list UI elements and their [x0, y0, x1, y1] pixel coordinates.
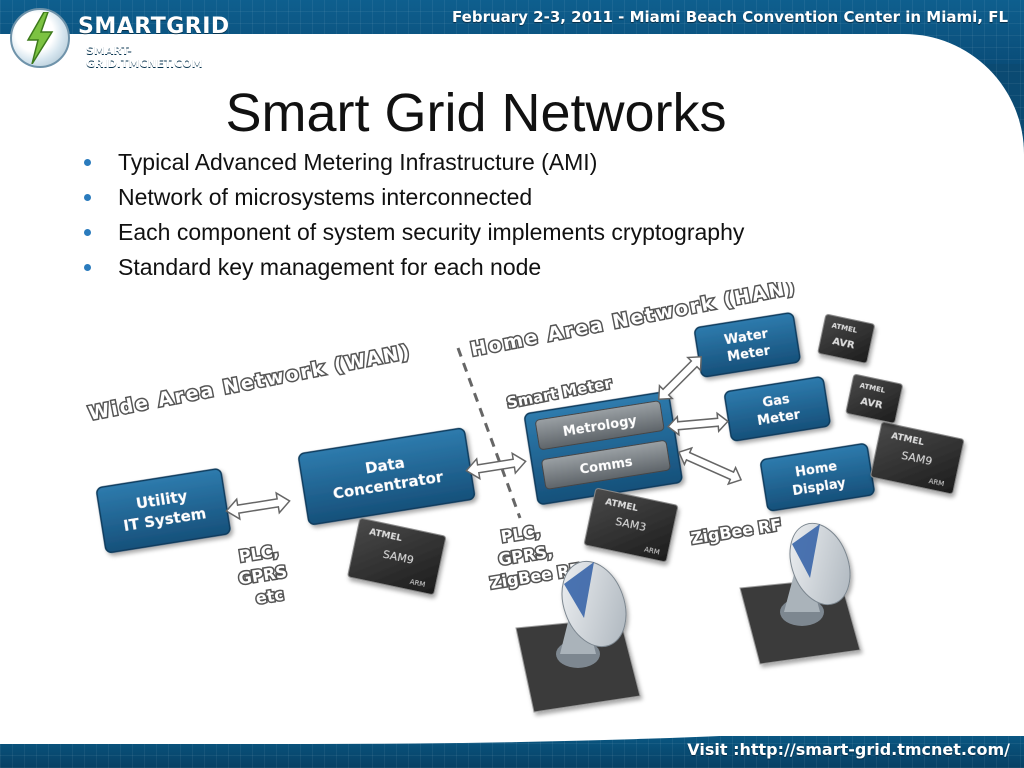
list-item: Each component of system security implem…: [84, 216, 964, 251]
logo-brand-text: SMARTGRID: [78, 14, 230, 39]
zigbee-text: ZigBee RF: [690, 515, 783, 548]
wan-label: Wide Area Network (WAN): [85, 339, 414, 426]
bullet-list: Typical Advanced Metering Infrastructure…: [84, 146, 964, 286]
plc-gprs-etc-label: PLC, GPRS etc: [236, 539, 290, 609]
chip-model-text: SAM3: [614, 515, 647, 534]
plc-gprs-etc-line3: etc: [254, 585, 285, 608]
comms-box: [541, 440, 671, 490]
data-concentrator-box: Data Concentrator: [298, 427, 476, 525]
chip-arm-text: ARM: [928, 477, 945, 488]
arrow-utility-concentrator: [225, 491, 291, 521]
plc-gprs-zigbee-line1: PLC,: [500, 521, 542, 546]
gas-box-line1: Gas: [762, 392, 791, 411]
chip-sam9-concentrator: ATMEL SAM9 ARM: [347, 518, 447, 595]
arrows: [225, 355, 743, 521]
arrow-concentrator-meter: [465, 451, 527, 481]
zigbee-label: ZigBee RF: [688, 513, 784, 549]
bullet-dot-icon: [84, 229, 91, 236]
bullet-dot-icon: [84, 194, 91, 201]
logo-sub-text: SMART-GRID.TMCNET.COM: [86, 44, 203, 70]
chip-avr-gas: ATMEL AVR: [845, 374, 903, 424]
smart-meter-box: Metrology Comms: [524, 391, 683, 505]
home-box-line1: Home: [794, 459, 838, 480]
metrology-box: [535, 400, 665, 450]
home-display-box: Home Display: [760, 443, 875, 512]
bullet-text: Standard key management for each node: [118, 254, 542, 280]
bullet-text: Network of microsystems interconnected: [118, 184, 533, 210]
water-box-line1: Water: [723, 327, 769, 349]
chip-arm-text: ARM: [643, 545, 660, 556]
chip-model-text: AVR: [859, 396, 884, 411]
list-item: Network of microsystems interconnected: [84, 181, 964, 216]
chip-sam3-meter: ATMEL SAM3 ARM: [583, 488, 679, 563]
water-box-line2: Meter: [726, 343, 772, 365]
satellite-dish-right-icon: [739, 522, 861, 665]
chip-avr-water: ATMEL AVR: [817, 314, 875, 364]
bullet-text: Typical Advanced Metering Infrastructure…: [118, 149, 598, 175]
satellite-dish-left-icon: [515, 560, 641, 713]
wan-han-divider: [456, 347, 522, 519]
chip-model-text: SAM9: [900, 449, 933, 468]
chip-model-text: SAM9: [382, 548, 415, 567]
bullet-dot-icon: [84, 159, 91, 166]
bullet-text: Each component of system security implem…: [118, 219, 745, 245]
lightning-bolt-icon: [26, 12, 54, 64]
chip-arm-text: ARM: [409, 578, 426, 589]
water-meter-box: Water Meter: [694, 312, 801, 378]
arrow-meter-home: [677, 446, 743, 486]
list-item: Standard key management for each node: [84, 251, 964, 286]
utility-it-system-box: Utility IT System: [96, 468, 231, 554]
chip-model-text: AVR: [831, 336, 856, 351]
event-info: February 2-3, 2011 - Miami Beach Convent…: [452, 8, 1008, 26]
gas-box-line2: Meter: [756, 407, 802, 429]
plc-gprs-etc-line1: PLC,: [238, 541, 280, 566]
smartgrid-logo[interactable]: SMARTGRID SMART-GRID.TMCNET.COM: [6, 4, 238, 72]
list-item: Typical Advanced Metering Infrastructure…: [84, 146, 964, 181]
ami-network-diagram: Wide Area Network (WAN) Home Area Networ…: [85, 282, 965, 713]
arrow-meter-gas: [666, 411, 730, 437]
footer-visit-link[interactable]: Visit :http://smart-grid.tmcnet.com/: [687, 740, 1010, 759]
chip-sam9-home: ATMEL SAM9 ARM: [870, 422, 965, 495]
arrow-meter-water: [657, 355, 703, 401]
slide-title: Smart Grid Networks: [225, 83, 727, 143]
gas-meter-box: Gas Meter: [724, 376, 831, 442]
wan-label-text: Wide Area Network (WAN): [87, 341, 413, 425]
bullet-dot-icon: [84, 264, 91, 271]
